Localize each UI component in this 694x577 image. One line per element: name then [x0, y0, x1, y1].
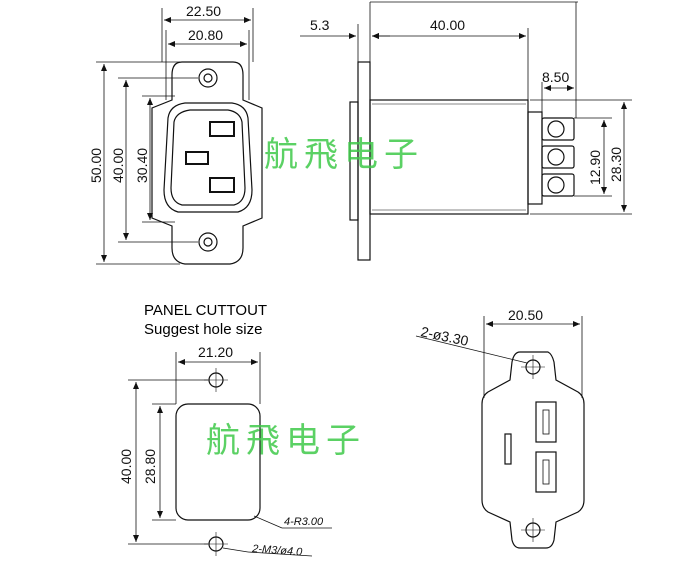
front-socket-body	[163, 102, 253, 213]
dim-height-mount: 40.00	[110, 148, 126, 183]
front-flange-outline	[151, 61, 263, 265]
cutout-rectangle	[175, 403, 261, 521]
side-terminal-3	[541, 173, 575, 197]
dim-terminal: 8.50	[542, 69, 569, 85]
side-view	[349, 61, 575, 261]
dim-height-outer: 50.00	[88, 148, 104, 183]
front-dimensions	[96, 8, 254, 265]
panel-cutout-title: PANEL CUTTOUT	[144, 302, 267, 319]
front-pin-middle	[185, 151, 209, 165]
dim-height-body: 30.40	[134, 148, 150, 183]
dim-cutout-height-outer: 40.00	[118, 449, 134, 484]
side-terminal-1	[541, 117, 575, 141]
dim-cutout-hole: 2-M3/ø4.0	[251, 543, 304, 559]
dim-cutout-radius: 4-R3.00	[284, 516, 324, 528]
front-bottom-hole	[198, 232, 218, 252]
dim-rear-hole: 2-ø3.30	[419, 323, 470, 349]
front-pin-bottom	[209, 177, 235, 193]
dim-depth: 40.00	[430, 17, 465, 33]
rear-outline	[481, 351, 585, 549]
rear-terminal-top	[535, 401, 557, 443]
dim-width-outer: 22.50	[186, 3, 221, 19]
panel-cutout-dimensions	[128, 352, 332, 557]
dim-width-inner: 20.80	[188, 27, 223, 43]
rear-terminal-ground	[504, 433, 512, 465]
dim-term-span: 28.30	[608, 147, 624, 182]
panel-cutout-view	[175, 372, 261, 552]
dim-term-pitch: 12.90	[587, 150, 603, 185]
dim-cutout-height-inner: 28.80	[142, 449, 158, 484]
side-terminal-block	[527, 111, 543, 205]
front-pin-top	[209, 121, 235, 137]
watermark-bottom: 航飛电子	[206, 421, 366, 461]
side-dimensions	[300, 1, 632, 215]
side-terminal-2	[541, 145, 575, 169]
dim-cutout-width: 21.20	[198, 344, 233, 360]
watermark-top: 航飛电子	[264, 135, 424, 175]
rear-dimensions	[415, 316, 583, 398]
rear-terminal-bottom	[535, 451, 557, 493]
dim-flange: 5.3	[310, 17, 330, 33]
front-top-hole	[198, 68, 218, 88]
panel-cutout-subtitle: Suggest hole size	[144, 321, 262, 338]
dim-rear-width: 20.50	[508, 307, 543, 323]
front-view	[151, 61, 263, 265]
